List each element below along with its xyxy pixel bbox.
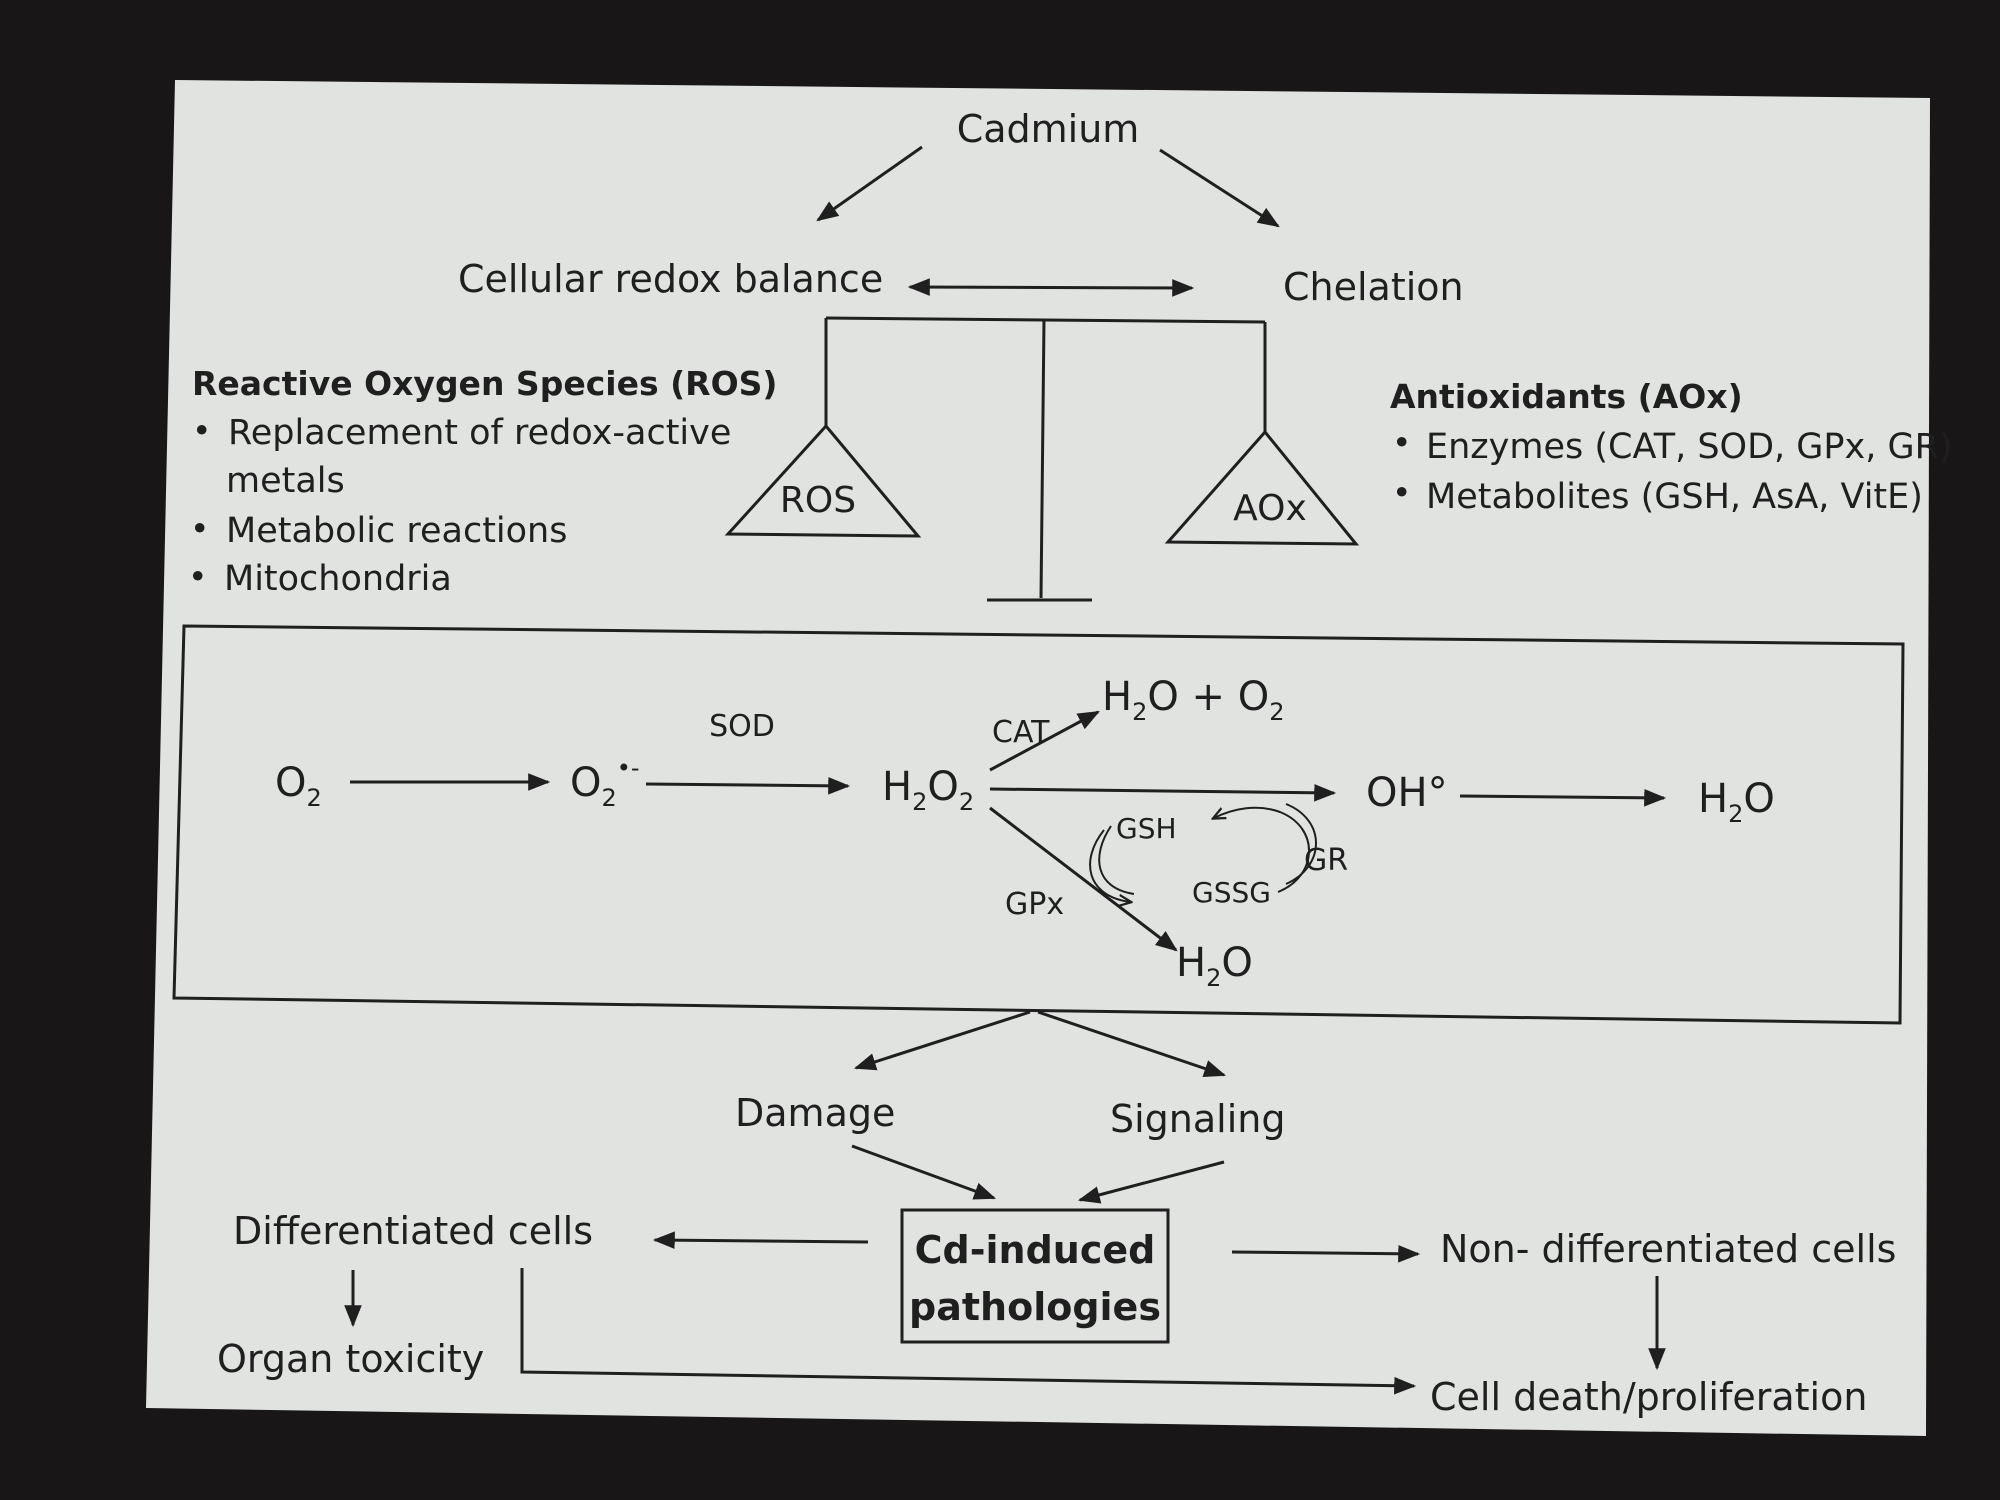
gsh-label: GSH bbox=[1116, 812, 1177, 845]
ros-heading: Reactive Oxygen Species (ROS) bbox=[192, 364, 777, 403]
gr-cycle-curve-outline bbox=[1285, 803, 1317, 885]
h2o2-label: H2O2 bbox=[882, 764, 974, 816]
bullet-3: • bbox=[188, 557, 207, 596]
arrow-cat bbox=[989, 710, 1100, 772]
bullet-4: • bbox=[1392, 423, 1411, 462]
arrow-signaling-to-pathology bbox=[1077, 1160, 1225, 1204]
arrow-to-differentiated bbox=[652, 1231, 869, 1249]
cadmium-label: Cadmium bbox=[957, 107, 1140, 151]
organ-toxicity-label: Organ toxicity bbox=[217, 1337, 484, 1381]
water-oxygen-product: H2O + O2 bbox=[1102, 674, 1285, 726]
arrow-gpx bbox=[989, 806, 1178, 952]
bullet-1: • bbox=[192, 411, 211, 450]
arrow-to-chelation bbox=[1159, 148, 1280, 228]
aox-triangle-label: AOx bbox=[1233, 488, 1307, 529]
gsh-to-gssg-curve bbox=[1089, 829, 1130, 902]
cell-death-label: Cell death/proliferation bbox=[1430, 1375, 1867, 1419]
ros-bullet-3: Mitochondria bbox=[224, 559, 452, 599]
redox-balance-label: Cellular redox balance bbox=[458, 257, 883, 301]
sod-label: SOD bbox=[709, 709, 775, 744]
chelation-label: Chelation bbox=[1283, 265, 1464, 309]
arrow-differentiated-to-cell-death bbox=[520, 1268, 1417, 1395]
arrow-sod bbox=[645, 777, 851, 795]
signaling-label: Signaling bbox=[1110, 1097, 1286, 1141]
gssg-label: GSSG bbox=[1192, 876, 1271, 909]
arrow-to-damage bbox=[853, 1010, 1031, 1071]
arrow-damage-to-pathology bbox=[851, 1144, 997, 1200]
arrow-h2o2-oh bbox=[989, 783, 1337, 802]
ros-triangle-label: ROS bbox=[780, 480, 856, 521]
balance-scale bbox=[724, 316, 1360, 602]
aox-bullet-1: Enzymes (CAT, SOD, GPx, GR) bbox=[1426, 427, 1953, 467]
non-differentiated-cells-label: Non- differentiated cells bbox=[1440, 1227, 1896, 1271]
cd-induced-label: Cd-induced bbox=[915, 1228, 1156, 1272]
hydroxyl-radical-label: OH° bbox=[1366, 770, 1448, 816]
ros-triangle bbox=[724, 423, 922, 538]
ros-bullet-1b: metals bbox=[226, 461, 345, 501]
aox-bullet-2: Metabolites (GSH, AsA, VitE) bbox=[1426, 477, 1923, 517]
ros-bullet-2: Metabolic reactions bbox=[226, 511, 567, 551]
slide-background bbox=[146, 80, 1930, 1436]
water-label-1: H2O bbox=[1698, 776, 1775, 828]
ros-pathway-box bbox=[172, 624, 1905, 1025]
bullet-5: • bbox=[1392, 473, 1411, 512]
arrow-oh-water bbox=[1459, 789, 1667, 807]
gsh-to-gssg-curve-outline bbox=[1098, 825, 1135, 895]
redox-chelation-double-arrow bbox=[907, 278, 1195, 297]
superoxide-label: O2•- bbox=[570, 754, 640, 812]
pathologies-label: pathologies bbox=[909, 1285, 1161, 1329]
aox-heading: Antioxidants (AOx) bbox=[1390, 377, 1743, 416]
gr-label: GR bbox=[1304, 843, 1348, 878]
aox-triangle bbox=[1164, 429, 1360, 546]
ros-bullet-1a: Replacement of redox-active bbox=[228, 413, 731, 453]
cd-pathologies-box bbox=[900, 1208, 1170, 1344]
bullet-2: • bbox=[190, 509, 209, 548]
oxygen-label: O2 bbox=[275, 760, 322, 812]
water-label-2: H2O bbox=[1176, 940, 1253, 992]
arrow-to-signaling bbox=[1037, 1010, 1227, 1077]
gpx-label: GPx bbox=[1005, 887, 1064, 922]
arrow-to-redox bbox=[816, 145, 923, 222]
differentiated-cells-label: Differentiated cells bbox=[233, 1209, 593, 1253]
cat-label: CAT bbox=[992, 715, 1050, 750]
arrow-to-nondifferentiated bbox=[1231, 1244, 1421, 1263]
damage-label: Damage bbox=[735, 1091, 895, 1135]
